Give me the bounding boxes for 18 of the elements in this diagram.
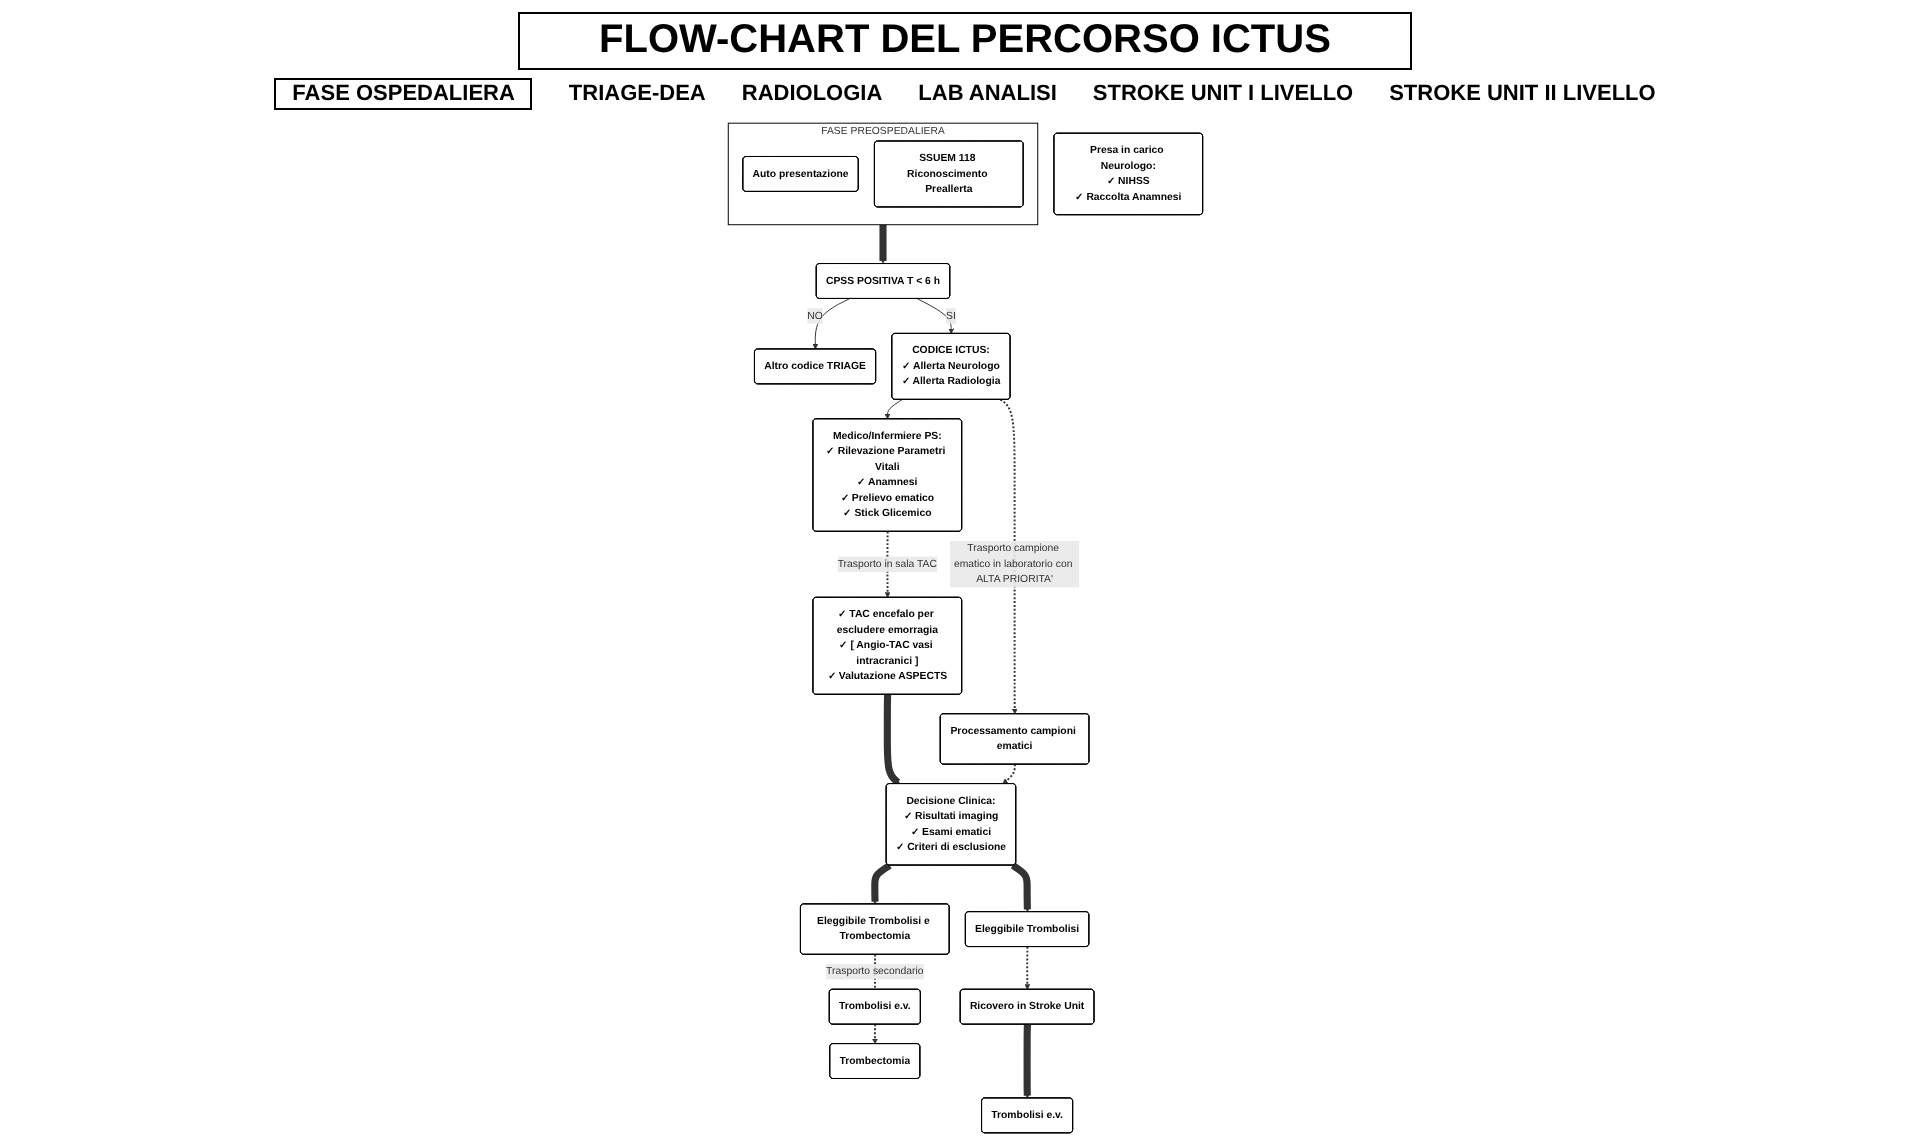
arrow xyxy=(1023,1022,1031,1099)
arrow xyxy=(878,222,887,264)
arrow xyxy=(1024,945,1030,990)
arrow xyxy=(884,530,890,598)
arrow xyxy=(1001,763,1016,785)
column-header: RADIOLOGIA xyxy=(741,82,883,106)
column-header: LAB ANALISI xyxy=(918,82,1057,106)
arrow xyxy=(870,862,892,905)
column-header: TRIAGE-DEA xyxy=(568,82,706,106)
arrow xyxy=(883,692,900,786)
column-header: STROKE UNIT II LIVELLO xyxy=(1389,82,1656,106)
column-header: STROKE UNIT I LIVELLO xyxy=(1092,82,1354,106)
connector xyxy=(873,953,876,991)
arrow xyxy=(999,398,1018,715)
phase-header: FASE OSPEDALIERA xyxy=(274,78,533,110)
diagram-title: FLOW-CHART DEL PERCORSO ICTUS xyxy=(517,12,1413,70)
arrow xyxy=(871,1023,878,1045)
arrow xyxy=(1010,862,1031,913)
